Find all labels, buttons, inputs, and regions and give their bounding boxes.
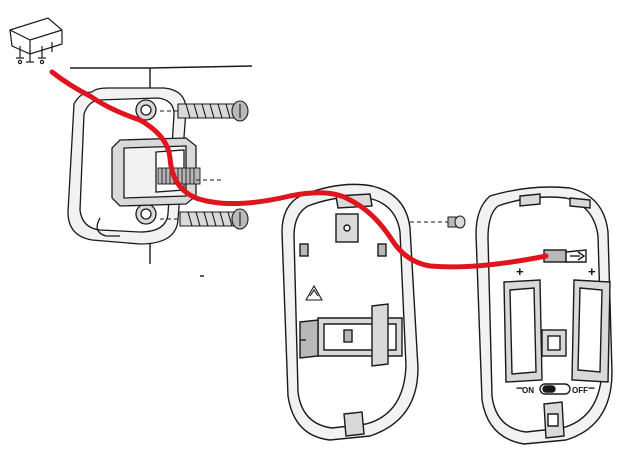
minus-left-label: − <box>516 381 523 395</box>
plus-left-label: + <box>516 264 524 279</box>
wall-connector <box>9 17 63 65</box>
switch-off-label: OFF <box>572 386 588 395</box>
detector-battery-compartment <box>475 186 613 445</box>
battery-slot-left <box>503 279 543 383</box>
power-switch <box>539 383 571 395</box>
plus-right-label: + <box>588 264 596 279</box>
detector-back-housing <box>281 183 419 441</box>
screw-bottom <box>179 208 249 230</box>
cable-connector-icon <box>543 249 587 263</box>
recycle-icon <box>305 284 323 301</box>
battery-slot-right <box>571 279 611 383</box>
guide-lines <box>160 110 448 223</box>
connector-pins-icon <box>16 42 53 65</box>
switch-on-label: ON <box>522 386 534 395</box>
cover-screw <box>447 215 466 229</box>
red-cable <box>49 69 549 270</box>
minus-right-label: − <box>588 381 595 395</box>
screw-top <box>177 100 249 122</box>
